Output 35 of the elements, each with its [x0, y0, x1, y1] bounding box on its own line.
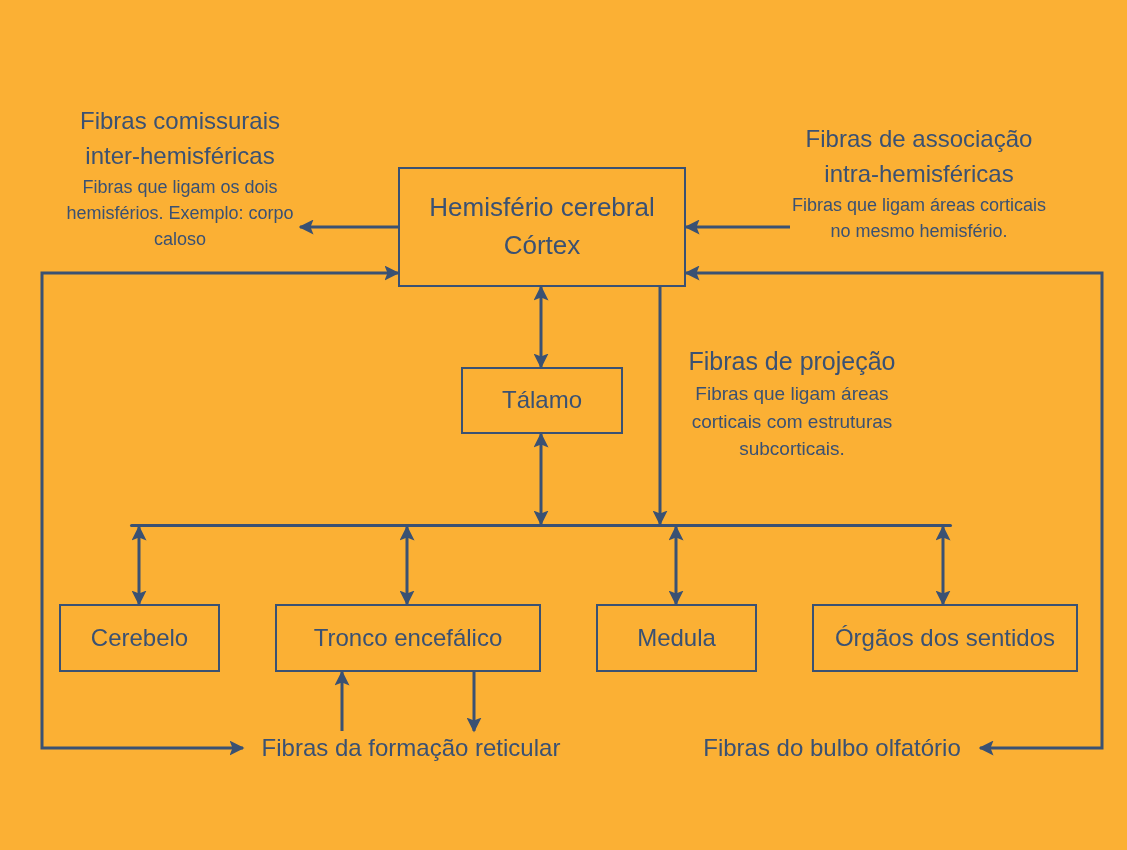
structure-box [812, 604, 1078, 672]
fiber-heading: Fibras de projeção [687, 346, 897, 377]
label-text: Hemisfério cerebral [429, 191, 655, 225]
arrow [668, 525, 684, 606]
heading-text: Fibras de associação intra-hemisféricas [804, 124, 1034, 189]
label-text: Tronco encefálico [313, 622, 503, 653]
arrow [131, 525, 147, 606]
label-text: Órgãos dos sentidos [834, 622, 1056, 653]
fiber-description: Fibras que ligam áreas corticais com estruturas subcorticais. [690, 382, 894, 462]
structure-box [461, 367, 623, 434]
arrow [533, 432, 549, 526]
arrow [466, 672, 482, 733]
label-text: Fibras do bulbo olfatório [703, 732, 961, 763]
heading-text: Fibras comissurais inter-hemisféricas [78, 106, 281, 171]
arrow [334, 670, 350, 731]
bus-line [130, 524, 952, 527]
arrow [652, 287, 668, 526]
arrow [684, 219, 790, 235]
structure-box [398, 167, 686, 287]
structure-box [59, 604, 220, 672]
label-text: Fibras que ligam áreas corticais no mesmo hemisfério. [790, 193, 1048, 243]
label-text: Córtex [503, 229, 581, 262]
label-text: Tálamo [502, 385, 582, 416]
label-text: Medula [637, 622, 716, 653]
label-text: Fibras da formação reticular [261, 732, 561, 763]
arrow [399, 525, 415, 606]
arrow [684, 265, 1104, 756]
arrow [40, 265, 400, 756]
structure-box [596, 604, 757, 672]
structure-box [275, 604, 541, 672]
arrow [533, 285, 549, 369]
label-text: Cerebelo [90, 622, 189, 653]
arrow [935, 525, 951, 606]
arrow [298, 219, 398, 235]
label-text: Fibras que ligam os dois hemisférios. Exemplo: corpo caloso [65, 175, 295, 251]
